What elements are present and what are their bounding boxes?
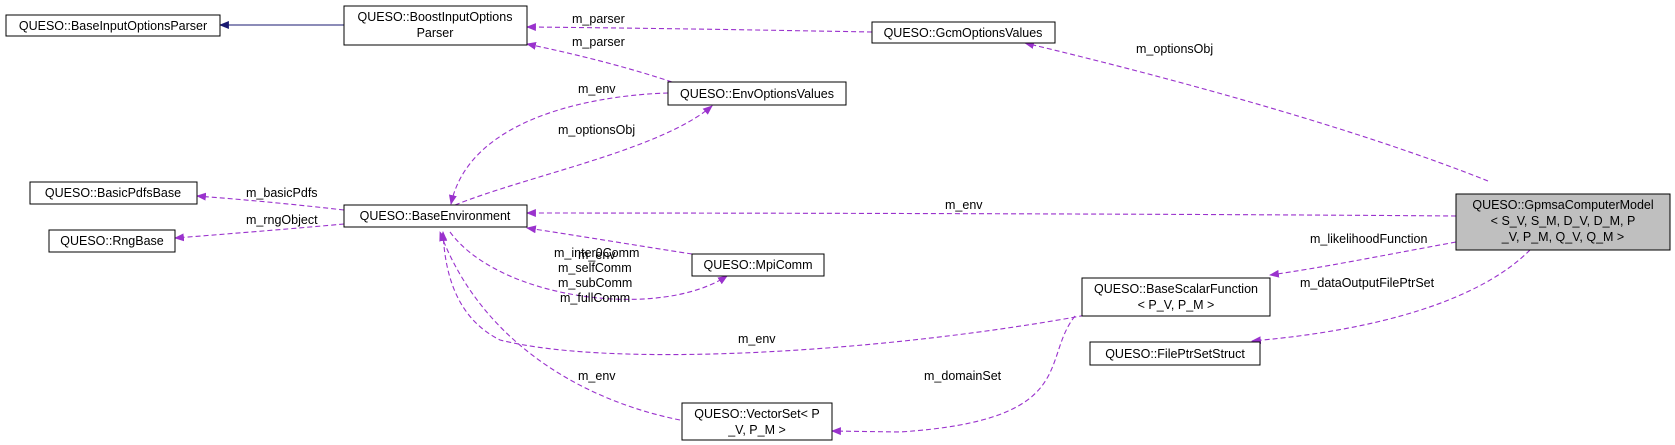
node-boost-input-options-parser[interactable]: QUESO::BoostInputOptions Parser bbox=[343, 5, 528, 46]
edge-label-gcm-to-boost: m_parser bbox=[572, 12, 625, 26]
node-label: QUESO::MpiComm bbox=[703, 258, 812, 272]
edge-vectorset-to-baseenv bbox=[439, 231, 681, 421]
node-label: QUESO::GcmOptionsValues bbox=[884, 26, 1043, 40]
edge-gpmsa-to-fileptr bbox=[1251, 249, 1531, 345]
edge-label-baseenv-to-basicpdfs: m_basicPdfs bbox=[246, 186, 318, 200]
edge-label-baseenv-to-mpicomm-0: m_inter0Comm bbox=[554, 246, 639, 260]
edge-label-gpmsa-to-baseenv: m_env bbox=[945, 198, 983, 212]
node-label-line-1: QUESO::BaseScalarFunction bbox=[1094, 282, 1258, 296]
edge-label-baseenv-to-envopt-env: m_env bbox=[578, 82, 616, 96]
edge-label-gpmsa-to-gcm: m_optionsObj bbox=[1136, 42, 1213, 56]
node-label-line-1: QUESO::GpmsaComputerModel bbox=[1472, 198, 1653, 212]
node-label: QUESO::FilePtrSetStruct bbox=[1105, 347, 1245, 361]
edges: m_parser m_parser m_optionsObj m_env m_o… bbox=[174, 12, 1531, 436]
node-base-scalar-function[interactable]: QUESO::BaseScalarFunction < P_V, P_M > bbox=[1081, 277, 1271, 317]
edge-label-vectorset-to-baseenv: m_env bbox=[578, 369, 616, 383]
node-label-line-3: _V, P_M, Q_V, Q_M > bbox=[1501, 230, 1624, 244]
edge-envopt-to-boost bbox=[526, 41, 673, 83]
edge-label-envopt-to-baseenv-options: m_optionsObj bbox=[558, 123, 635, 137]
edge-baseenv-to-envopt-options bbox=[454, 105, 713, 206]
node-gpmsa-computer-model[interactable]: QUESO::GpmsaComputerModel < S_V, S_M, D_… bbox=[1455, 193, 1671, 251]
node-label-line-1: QUESO::BoostInputOptions bbox=[358, 10, 513, 24]
node-file-ptr-set-struct[interactable]: QUESO::FilePtrSetStruct bbox=[1089, 341, 1261, 366]
edge-label-gpmsa-to-fileptr: m_dataOutputFilePtrSet bbox=[1300, 276, 1435, 290]
node-rng-base[interactable]: QUESO::RngBase bbox=[48, 229, 176, 253]
node-vector-set[interactable]: QUESO::VectorSet< P _V, P_M > bbox=[681, 402, 833, 441]
edge-label-scalarfn-to-baseenv: m_env bbox=[738, 332, 776, 346]
node-label: QUESO::RngBase bbox=[60, 234, 164, 248]
node-label-line-1: QUESO::VectorSet< P bbox=[694, 407, 819, 421]
edge-label-mpicomm-to-baseenv: m_env bbox=[578, 248, 616, 262]
node-base-environment[interactable]: QUESO::BaseEnvironment bbox=[343, 204, 528, 228]
edge-label-baseenv-to-mpicomm-1: m_selfComm bbox=[558, 261, 632, 275]
nodes: QUESO::BaseInputOptionsParser QUESO::Boo… bbox=[5, 5, 1671, 441]
node-label-line-2: < S_V, S_M, D_V, D_M, P bbox=[1491, 214, 1636, 228]
node-gcm-options-values[interactable]: QUESO::GcmOptionsValues bbox=[871, 21, 1056, 44]
edge-label-envopt-to-boost: m_parser bbox=[572, 35, 625, 49]
node-label-line-2: _V, P_M > bbox=[727, 423, 786, 437]
node-base-input-options-parser[interactable]: QUESO::BaseInputOptionsParser bbox=[5, 14, 221, 37]
node-label-line-2: < P_V, P_M > bbox=[1138, 298, 1215, 312]
node-env-options-values[interactable]: QUESO::EnvOptionsValues bbox=[667, 81, 847, 106]
edge-baseenv-to-basicpdfs bbox=[196, 192, 345, 211]
edge-gpmsa-to-scalarfn bbox=[1269, 241, 1457, 278]
node-label: QUESO::EnvOptionsValues bbox=[680, 87, 834, 101]
edge-label-baseenv-to-mpicomm-3: m_fullComm bbox=[560, 291, 630, 305]
edge-gcm-to-boost bbox=[526, 23, 873, 33]
node-label: QUESO::BaseInputOptionsParser bbox=[19, 19, 207, 33]
node-mpi-comm[interactable]: QUESO::MpiComm bbox=[691, 253, 825, 277]
edge-scalarfn-to-vectorset bbox=[831, 315, 1076, 436]
edge-label-gpmsa-to-scalarfn: m_likelihoodFunction bbox=[1310, 232, 1427, 246]
node-label: QUESO::BaseEnvironment bbox=[360, 209, 511, 223]
edge-scalarfn-to-baseenv bbox=[439, 231, 1093, 356]
edge-baseenv-to-mpicomm bbox=[449, 231, 728, 300]
node-basic-pdfs-base[interactable]: QUESO::BasicPdfsBase bbox=[29, 181, 198, 205]
edge-label-baseenv-to-mpicomm-2: m_subComm bbox=[558, 276, 632, 290]
edge-gpmsa-to-baseenv bbox=[526, 209, 1457, 217]
node-label-line-2: Parser bbox=[417, 26, 454, 40]
edge-gpmsa-to-gcm bbox=[1024, 41, 1489, 182]
edge-baseenv-to-rng bbox=[174, 223, 345, 242]
edge-envopt-env-to-baseenv bbox=[449, 92, 669, 205]
edge-label-scalarfn-to-vectorset: m_domainSet bbox=[924, 369, 1002, 383]
edge-label-baseenv-to-rng: m_rngObject bbox=[246, 213, 318, 227]
node-label: QUESO::BasicPdfsBase bbox=[45, 186, 181, 200]
edge-mpicomm-to-baseenv bbox=[526, 225, 693, 255]
